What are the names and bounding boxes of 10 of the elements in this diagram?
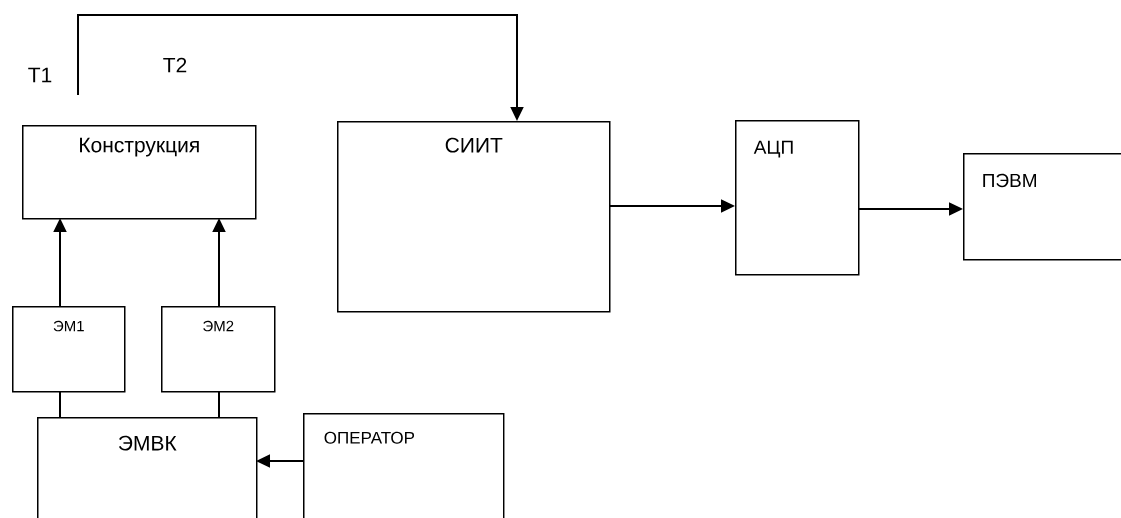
block-box: ПЭВМ bbox=[963, 153, 1121, 261]
block-box: ЭМВК bbox=[37, 417, 258, 518]
signal-label: Т1 bbox=[28, 67, 52, 83]
signal-label: Т2 bbox=[163, 57, 187, 73]
block-box: СИИТ bbox=[337, 121, 611, 313]
block-box: ЭМ1 bbox=[12, 306, 126, 393]
block-box: АЦП bbox=[735, 120, 860, 276]
block-box: ЭМ2 bbox=[161, 306, 276, 393]
block-box: ОПЕРАТОР bbox=[303, 413, 505, 518]
block-box: Конструкция bbox=[22, 125, 257, 220]
